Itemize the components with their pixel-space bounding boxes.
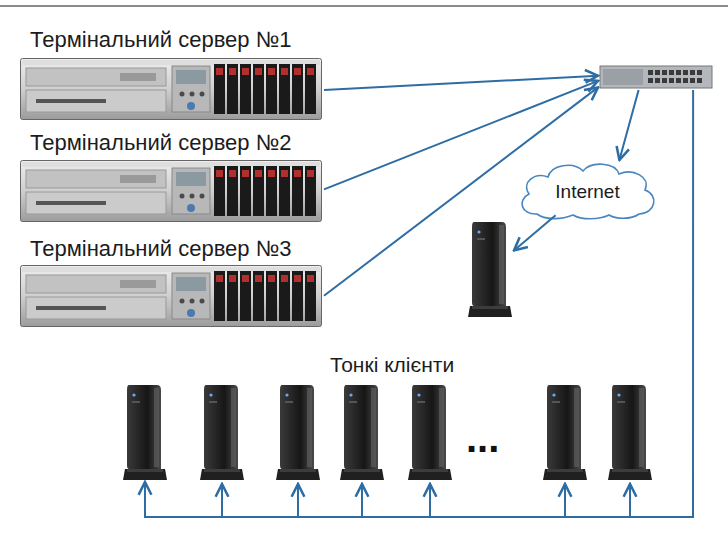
- network-switch: [600, 66, 712, 88]
- switch-port: [690, 70, 695, 75]
- switch-port: [655, 78, 660, 83]
- thin-client-group: Тонкі клієнти: [110, 350, 660, 482]
- switch-port: [690, 78, 695, 83]
- terminal-server: Термінальний сервер №3: [18, 234, 324, 329]
- node-label: Термінальний сервер №1: [30, 27, 292, 53]
- switch-port: [655, 70, 660, 75]
- switch-port: [697, 78, 702, 83]
- thin-client: [123, 385, 167, 480]
- branch-arrow: [221, 484, 223, 517]
- cloud-shape: [522, 164, 654, 219]
- node-label: Internet: [555, 181, 619, 204]
- remote-thin-client: [466, 221, 514, 319]
- thin-client: [543, 385, 587, 480]
- switch-port: [648, 78, 653, 83]
- node-label: Тонкі клієнти: [330, 352, 454, 377]
- switch-port: [669, 70, 674, 75]
- switch-port: [683, 78, 688, 83]
- rack-server: [21, 266, 322, 327]
- network-switch: [598, 64, 714, 90]
- branch-arrow: [429, 484, 431, 517]
- network-link: [324, 76, 598, 90]
- branch-arrow: [297, 484, 299, 517]
- thin-client: [408, 385, 452, 480]
- branch-arrow: [564, 484, 566, 517]
- rack-server: [21, 59, 322, 120]
- rack-server: [21, 161, 322, 222]
- switch-port: [676, 78, 681, 83]
- switch-port: [648, 70, 653, 75]
- switch-port: [662, 70, 667, 75]
- header-rule: [0, 5, 728, 7]
- ellipsis-mark: ...: [466, 418, 499, 458]
- switch-port: [683, 70, 688, 75]
- branch-arrow: [629, 484, 631, 517]
- network-link: [514, 215, 556, 250]
- switch-port: [676, 70, 681, 75]
- branch-arrow: [361, 484, 363, 517]
- switch-port: [669, 78, 674, 83]
- switch-port: [662, 78, 667, 83]
- node-label: Термінальний сервер №2: [30, 130, 292, 156]
- switch-port: [697, 70, 702, 75]
- thin-client: [200, 385, 244, 480]
- client-branch-wires: [222, 484, 630, 517]
- terminal-server: Термінальний сервер №2: [18, 128, 324, 224]
- thin-client: [468, 222, 512, 317]
- node-label: Термінальний сервер №3: [30, 236, 292, 262]
- thin-client: [608, 385, 652, 480]
- thin-client: [276, 385, 320, 480]
- thin-client: [340, 385, 384, 480]
- switch-chassis: [600, 66, 712, 88]
- internet-cloud: Internet: [515, 160, 660, 220]
- network-link: [619, 90, 638, 160]
- terminal-server: Термінальний сервер №1: [18, 25, 324, 122]
- switch-front: [603, 69, 643, 85]
